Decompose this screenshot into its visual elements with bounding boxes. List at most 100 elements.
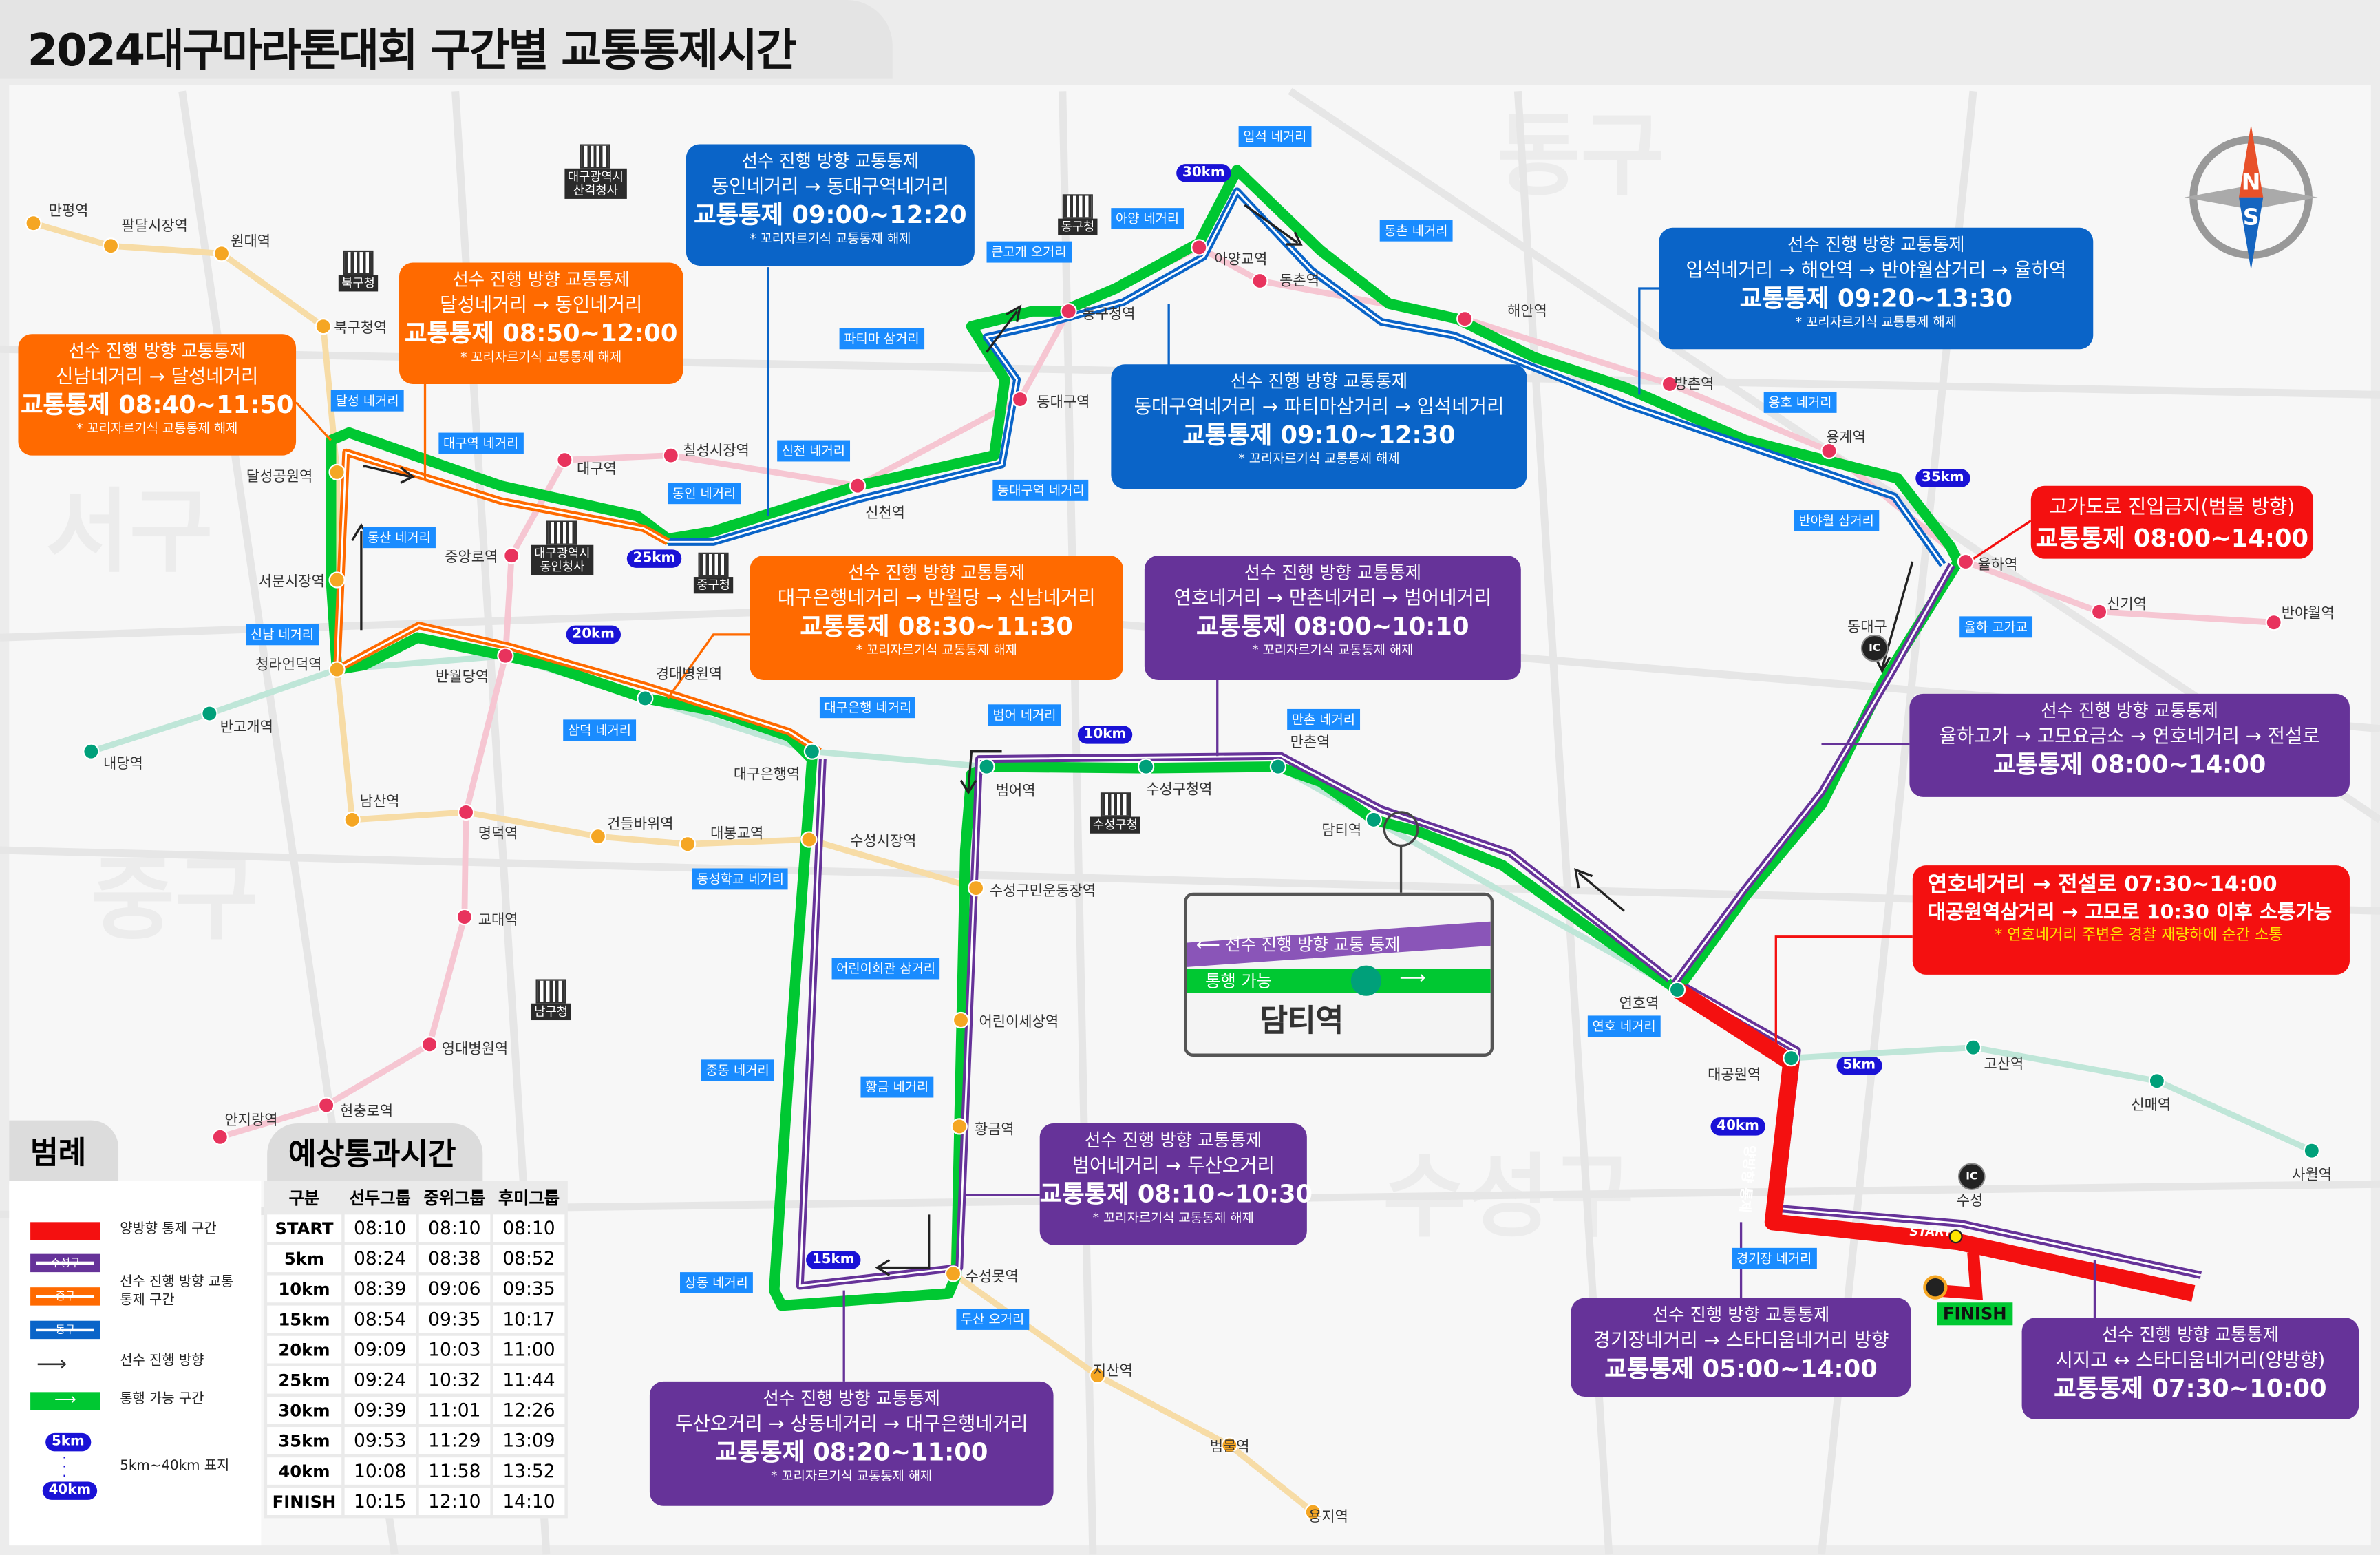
table-row-label: 10km xyxy=(267,1275,341,1303)
station-dot xyxy=(662,447,679,464)
station-label: 교대역 xyxy=(478,912,518,929)
table-cell: 10:32 xyxy=(418,1366,491,1394)
station-dot xyxy=(201,705,218,722)
station-dot xyxy=(213,245,231,262)
station-dot xyxy=(1820,442,1838,460)
intersection-tag: 어린이회관 삼거리 xyxy=(831,958,940,980)
interchange-icon: IC xyxy=(1957,1163,1986,1191)
table-cell: 11:29 xyxy=(418,1427,491,1454)
building-icon xyxy=(535,979,566,1004)
intersection-tag: 동촌 네거리 xyxy=(1379,220,1453,242)
intersection-tag: 경기장 네거리 xyxy=(1732,1247,1817,1269)
station-dot xyxy=(318,1097,335,1114)
direction-arrow xyxy=(363,464,410,478)
intersection-tag: 만촌 네거리 xyxy=(1287,708,1360,730)
control-lane-center xyxy=(336,624,820,752)
intersection-tag: 신남 네거리 xyxy=(246,624,319,646)
station-dot xyxy=(978,758,995,775)
station-label: 사월역 xyxy=(2292,1167,2333,1185)
intersection-tag: 반야월 삼거리 xyxy=(1794,510,1879,531)
station-label: 고산역 xyxy=(1984,1056,2024,1074)
table-cell: 10:15 xyxy=(344,1488,416,1515)
building-icon xyxy=(580,144,611,169)
table-cell: 13:09 xyxy=(493,1427,565,1454)
station-dot xyxy=(637,690,654,707)
station-label: 달성공원역 xyxy=(246,469,313,486)
direction-arrow xyxy=(986,310,1018,353)
intersection-tag: 달성 네거리 xyxy=(330,390,404,412)
station-label: 용지역 xyxy=(1308,1509,1348,1526)
intersection-tag: 파티마 삼거리 xyxy=(839,328,924,350)
station-label: 수성못역 xyxy=(965,1269,1019,1286)
station-label: 남산역 xyxy=(359,794,400,811)
intersection-tag: 대구은행 네거리 xyxy=(819,697,916,719)
callout-note: * 연호네거리 주변은 경찰 재량하에 순간 소통 xyxy=(1995,928,2283,945)
station-dot xyxy=(457,803,475,821)
station-label: 신기역 xyxy=(2107,596,2147,613)
inset-open-label: 통행 가능 xyxy=(1205,971,1273,992)
station-dot xyxy=(211,1128,229,1145)
legend-label-direction: 선수 진행 방향 xyxy=(120,1354,204,1370)
station-label: 내당역 xyxy=(103,756,143,773)
table-cell: 11:58 xyxy=(418,1457,491,1485)
table-cell: 12:26 xyxy=(493,1396,565,1424)
building-icon xyxy=(698,552,729,578)
table-cell: 12:10 xyxy=(418,1488,491,1515)
callout-title: 선수 진행 방향 교통통제 xyxy=(847,561,1026,583)
station-label: 대구은행역 xyxy=(733,766,800,783)
callout-note: * 꼬리자르기식 교통통제 해제 xyxy=(76,422,238,438)
building-icon xyxy=(343,250,374,275)
callout-note: * 꼬리자르기식 교통통제 해제 xyxy=(856,644,1017,659)
government-building: 동구청 xyxy=(1058,194,1098,236)
callout-route: 동인네거리 → 동대구역네거리 xyxy=(711,173,949,197)
callout-title: 선수 진행 방향 교통통제 xyxy=(1244,561,1422,583)
station-dot xyxy=(1365,811,1383,829)
station-dot xyxy=(679,836,697,853)
station-dot xyxy=(803,743,821,760)
both-way-control-section xyxy=(1672,982,2196,1302)
station-label: 아양교역 xyxy=(1214,252,1268,269)
direction-arrow xyxy=(880,1214,931,1269)
table-cell: 08:39 xyxy=(344,1275,416,1303)
station-dot xyxy=(1221,1437,1238,1454)
inset-control-label: ⟵ 선수 진행 방향 교통 통제 xyxy=(1196,935,1401,955)
government-building: 북구청 xyxy=(338,250,379,292)
arrow-right-icon: ⟶ xyxy=(36,1353,67,1377)
callout-leader xyxy=(1774,935,1913,1048)
station-dot xyxy=(1251,272,1268,290)
station-dot xyxy=(2303,1142,2320,1159)
arrow-right-icon: ⟶ xyxy=(1399,966,1426,988)
callout-title: 선수 진행 방향 교통통제 xyxy=(1652,1304,1830,1326)
station-dot xyxy=(328,661,346,678)
station-dot xyxy=(1661,375,1679,393)
table-cell: 09:09 xyxy=(344,1335,416,1364)
arrow-head-icon xyxy=(1574,868,1593,889)
callout-title: 선수 진행 방향 교통통제 xyxy=(763,1387,940,1409)
table-cell: 10:08 xyxy=(344,1457,416,1485)
callout-route: 고가도로 진입금지(범물 방향) xyxy=(2049,496,2295,520)
station-dot xyxy=(25,215,42,232)
station-dot xyxy=(1060,302,1077,320)
table-cell: 08:10 xyxy=(493,1214,565,1242)
legend-km-badge: 40km xyxy=(42,1481,97,1500)
station-dot xyxy=(556,452,573,469)
station-dot xyxy=(849,477,867,494)
station-label: 수성구민운동장역 xyxy=(989,883,1096,900)
start-label: START xyxy=(1909,1225,1953,1239)
station-dot xyxy=(421,1036,438,1053)
table-row-label: 25km xyxy=(267,1366,341,1394)
callout-time: 교통통제 08:50~12:00 xyxy=(405,319,678,348)
building-label: 중구청 xyxy=(693,577,734,594)
legend-dots: ··· xyxy=(62,1451,67,1485)
table-row-label: 35km xyxy=(267,1427,341,1454)
intersection-tag: 동대구역 네거리 xyxy=(992,479,1090,501)
